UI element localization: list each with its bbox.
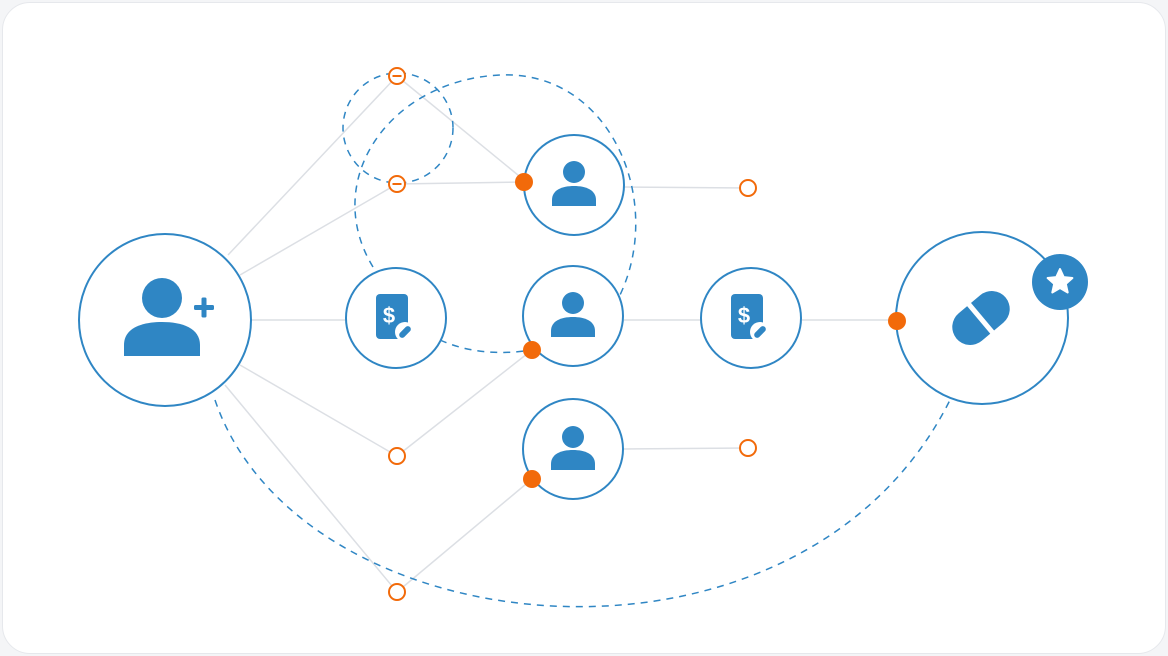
svg-text:$: $ [738,303,750,328]
invoice-icon: $ [376,294,415,342]
dashed-loop-large [354,74,637,296]
port-filled[interactable] [515,173,533,191]
connector [396,75,525,181]
ports [388,67,906,601]
node-add-user[interactable] [78,233,252,407]
invoice-icon: $ [731,294,770,342]
node-medication[interactable] [895,231,1088,405]
port-filled[interactable] [523,470,541,488]
connector [396,478,533,593]
connectors [224,75,897,593]
connector [623,447,749,450]
star-icon [1046,268,1074,294]
star-badge [1032,254,1088,310]
node-ring [78,233,252,407]
connector [227,75,398,256]
port-hollow[interactable] [388,447,406,465]
node-user-top[interactable] [523,134,625,236]
dashed-link-invoice-user [439,339,533,354]
user-icon [551,292,595,337]
connector [239,364,398,457]
connector [396,181,525,185]
add-user-icon [124,278,214,356]
port-filled[interactable] [523,341,541,359]
user-icon [551,426,595,470]
node-user-bottom[interactable] [522,398,624,500]
node-ring [522,265,624,367]
port-hollow[interactable] [739,439,757,457]
port-filled[interactable] [888,312,906,330]
node-ring [523,134,625,236]
connector [239,183,398,276]
connector [224,384,398,593]
port-hollow[interactable] [739,179,757,197]
connector [623,186,749,189]
node-invoice-2[interactable]: $ [700,267,802,369]
node-ring [522,398,624,500]
connector [396,349,533,457]
svg-text:$: $ [383,303,395,328]
node-user-middle[interactable] [522,265,624,367]
user-icon [552,161,596,206]
port-hollow[interactable] [388,583,406,601]
dashed-links [214,72,951,608]
dashed-loop-small [342,72,454,184]
node-invoice-1[interactable]: $ [345,267,447,369]
pill-icon [952,291,1010,345]
